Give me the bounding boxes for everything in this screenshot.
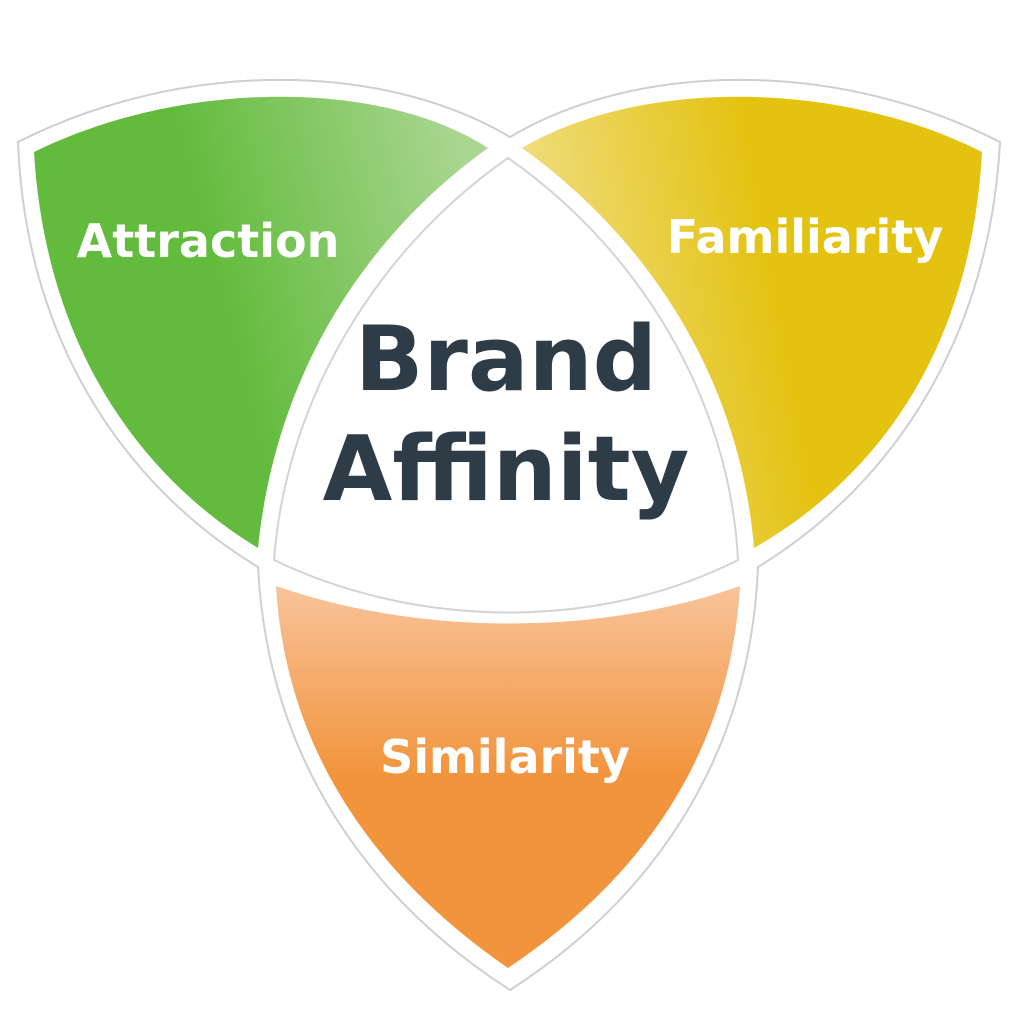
center-label-line2: Affinity xyxy=(323,417,690,522)
petal-attraction xyxy=(34,96,488,549)
familiarity-label: Familiarity xyxy=(667,210,943,264)
similarity-label: Similarity xyxy=(380,730,630,784)
petal-similarity xyxy=(276,586,740,968)
center-region xyxy=(272,156,740,614)
attraction-label: Attraction xyxy=(77,214,340,268)
petal-familiarity xyxy=(522,96,982,548)
center-label-line1: Brand xyxy=(355,307,657,412)
